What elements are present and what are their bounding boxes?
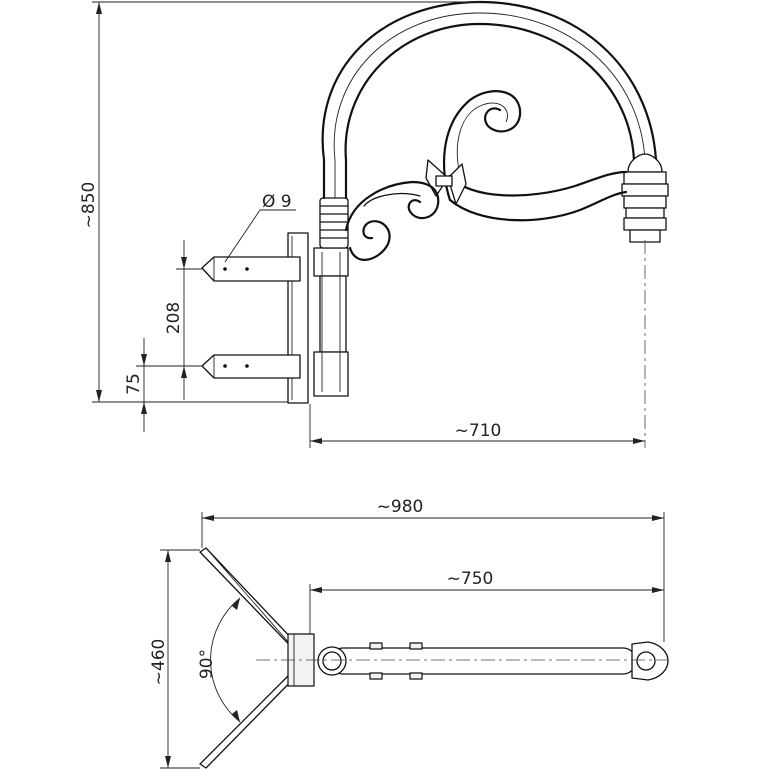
end-fitting	[621, 153, 669, 243]
scroll-arm	[442, 90, 628, 222]
top-view	[199, 547, 669, 769]
decorative-scroll	[344, 180, 440, 261]
dim-width-total: ~980	[377, 497, 424, 517]
dim-bolt-offset: 75	[124, 373, 144, 395]
mounting-stud-upper	[201, 256, 301, 282]
horizontal-arm-top	[317, 641, 669, 681]
vertical-sleeve	[313, 247, 349, 397]
top-dimensions: ~980 ~750 ~460 90°	[149, 497, 665, 769]
fleur-ornament	[425, 159, 467, 205]
swan-neck-arm	[321, 0, 658, 200]
dim-arm-reach-side: ~710	[455, 421, 502, 441]
dim-height-total: ~850	[79, 182, 99, 229]
dim-hole-diameter: Ø 9	[262, 192, 292, 212]
side-view	[201, 0, 669, 448]
dim-arm-reach-top: ~750	[447, 569, 494, 589]
dim-plate-angle: 90°	[197, 649, 217, 679]
side-dimensions: ~850 208 75 Ø 9 ~710	[79, 1, 645, 448]
mounting-stud-lower	[201, 354, 301, 379]
collar-rings	[319, 197, 349, 249]
dim-bolt-spacing: 208	[164, 302, 184, 334]
dim-plate-width: ~460	[149, 639, 169, 686]
